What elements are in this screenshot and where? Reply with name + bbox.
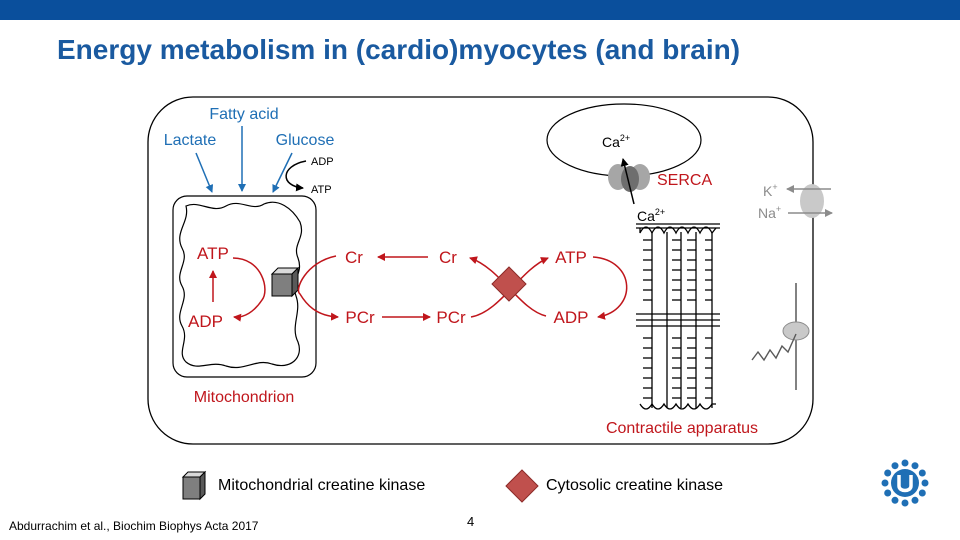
k-ion-label: K+: [763, 182, 778, 199]
fatty-acid-label: Fatty acid: [209, 106, 278, 123]
cyto-ck-diamond-icon: [491, 266, 527, 302]
cr-left-label: Cr: [345, 248, 363, 267]
mitochondrion-cristae: [179, 201, 302, 368]
mito-ck-cube-icon: [270, 266, 300, 298]
mito-ck-atp-adp-arrow: [232, 257, 266, 322]
legend-cube-icon: [181, 470, 207, 501]
legend-mito-ck-label: Mitochondrial creatine kinase: [218, 477, 426, 494]
mito-adp-label: ADP: [188, 312, 223, 331]
mitochondrion-label: Mitochondrion: [194, 389, 295, 406]
mito-atp-label: ATP: [197, 244, 229, 263]
ca-top-label: Ca2+: [602, 133, 630, 150]
glycolysis-adp-label: ADP: [311, 156, 334, 168]
lactate-arrow: [195, 152, 214, 193]
pcr-left-label: PCr: [345, 308, 375, 327]
glycolysis-arrow: [285, 160, 307, 192]
citation: Abdurrachim et al., Biochim Biophys Acta…: [9, 519, 259, 533]
atp-hydrolysis-arrow: [592, 256, 628, 320]
header-bar: [0, 0, 960, 20]
page-number: 4: [467, 514, 475, 529]
legend-cyto-ck-label: Cytosolic creatine kinase: [546, 477, 723, 494]
mitochondrion-box: [172, 195, 317, 378]
na-ion-label: Na+: [758, 204, 781, 221]
cr-right-label: Cr: [439, 248, 457, 267]
legend-diamond-icon: [505, 469, 539, 503]
mito-ck-cr-pcr-arrow: [297, 255, 339, 321]
slide-title: Energy metabolism in (cardio)myocytes (a…: [57, 34, 741, 65]
contractile-apparatus-label: Contractile apparatus: [606, 420, 758, 437]
contraction-atp-label: ATP: [555, 248, 587, 267]
lactate-label: Lactate: [164, 132, 217, 149]
ca-bottom-label: Ca2+: [637, 207, 665, 224]
ion-channel-icon: [800, 184, 824, 218]
contraction-adp-label: ADP: [554, 308, 589, 327]
sarcomere-icon: [636, 223, 720, 410]
glycolysis-atp-label: ATP: [311, 184, 332, 196]
serca-label: SERCA: [657, 172, 712, 189]
membrane-receptor-icon: [751, 283, 810, 390]
cell-outline: [147, 96, 814, 445]
glucose-arrow: [272, 152, 293, 193]
university-logo: [881, 459, 929, 507]
glucose-label: Glucose: [276, 132, 335, 149]
serca-pump-icon: [608, 164, 650, 192]
pcr-right-label: PCr: [436, 308, 466, 327]
ca-uptake-arrow: [620, 158, 635, 205]
